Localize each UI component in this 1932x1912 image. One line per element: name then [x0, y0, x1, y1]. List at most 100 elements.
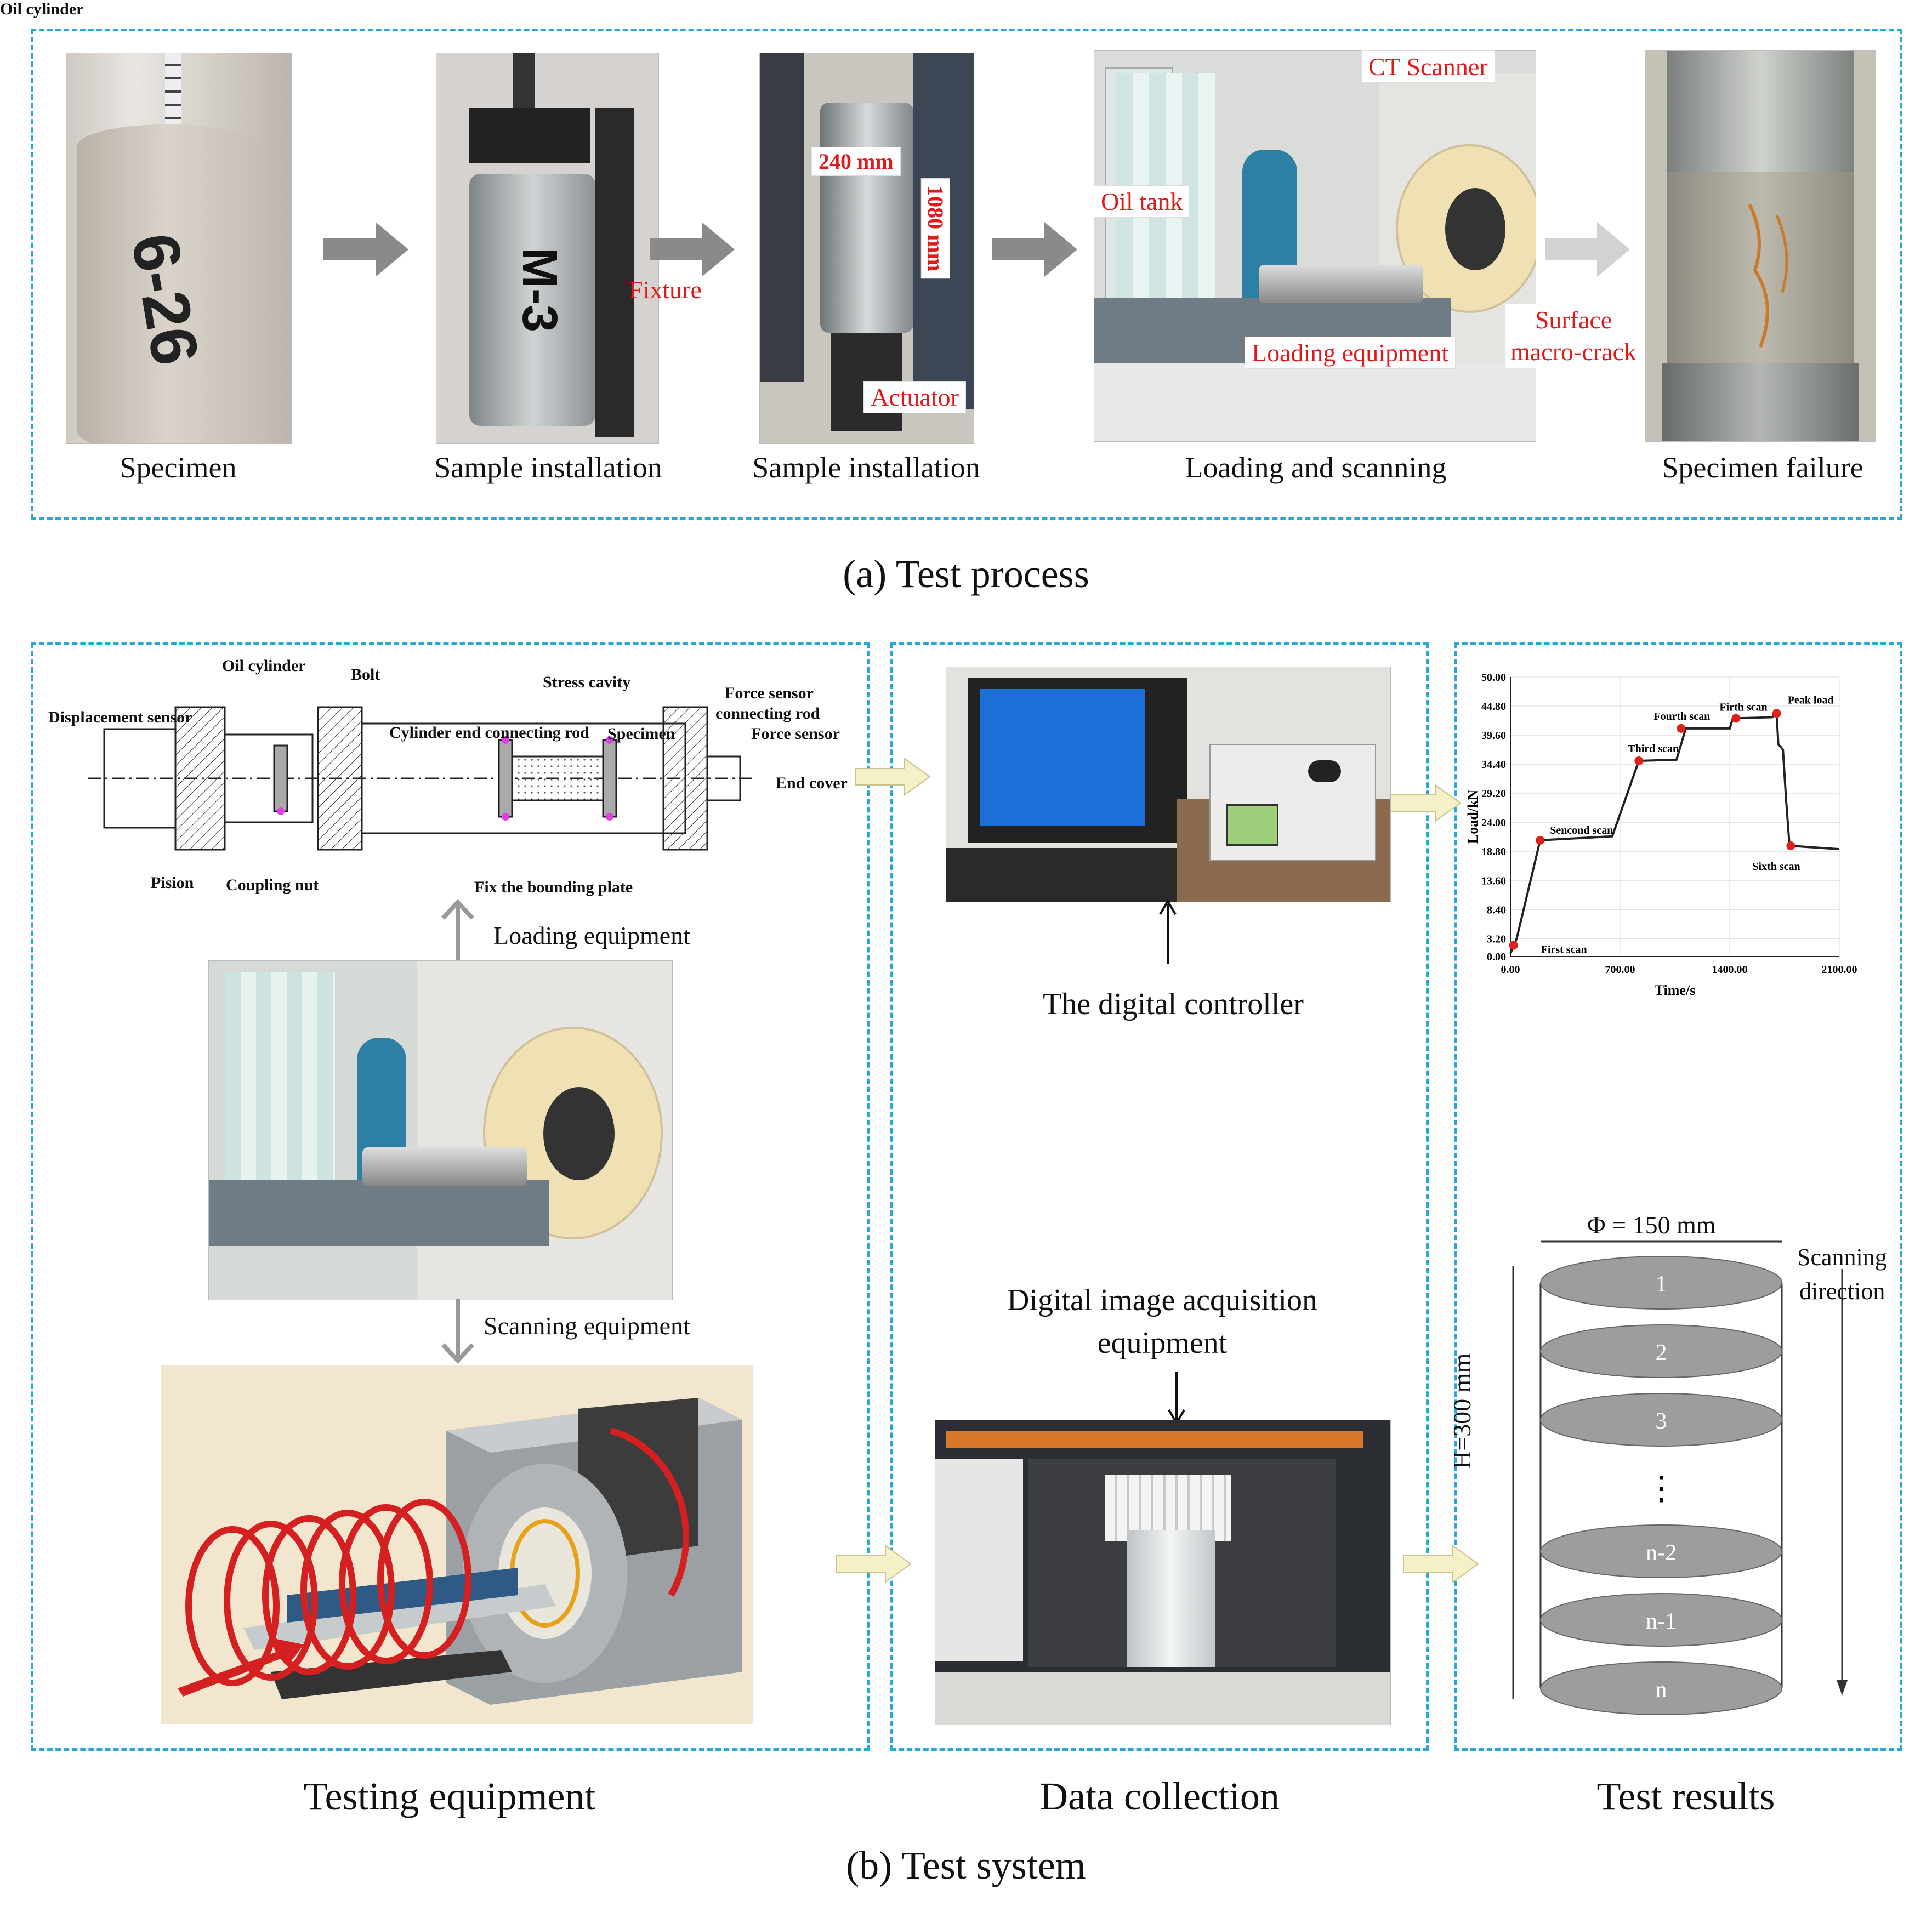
scan-point-marker	[1509, 941, 1518, 950]
scan-point-marker	[1634, 756, 1644, 765]
testing-equipment-caption: Testing equipment	[303, 1774, 596, 1818]
label-fix-plate: Fix the bounding plate	[474, 878, 633, 896]
process-arrow-2	[650, 222, 735, 277]
step-caption-install-2: Sample installation	[752, 451, 980, 484]
x-axis-label: Time/s	[1655, 982, 1696, 998]
flow-arrow-2	[1386, 784, 1462, 822]
step-caption-failure: Specimen failure	[1662, 451, 1863, 484]
y-tick-label: 3.20	[1487, 933, 1506, 945]
slice-label: 3	[1656, 1409, 1667, 1434]
slice-label: n	[1656, 1677, 1667, 1703]
actuator-body	[820, 103, 913, 333]
step-caption-specimen: Specimen	[120, 451, 237, 484]
fixture-label: Fixture	[629, 276, 702, 304]
scanning-direction-line2: direction	[1799, 1278, 1885, 1305]
label-oil-cylinder-pos: Oil cylinder	[222, 657, 306, 675]
label-force-sensor: Force sensor	[751, 725, 840, 743]
loading-device	[1259, 265, 1423, 303]
label-coupling-nut: Coupling nut	[226, 876, 319, 894]
scan-slice	[1540, 1256, 1782, 1310]
height-label: 1080 mm	[920, 178, 950, 278]
arrow-down-scanning	[441, 1299, 474, 1364]
y-tick-label: 0.00	[1487, 951, 1506, 963]
fixture-photo: M-3	[436, 53, 659, 444]
label-bolt: Bolt	[351, 665, 380, 684]
oil-tank-label: Oil tank	[1094, 185, 1190, 218]
label-specimen: Specimen	[607, 725, 675, 743]
specimen-photo: 6-26	[66, 53, 292, 444]
x-tick-label: 1400.00	[1712, 964, 1748, 976]
scan-point-marker	[1772, 709, 1781, 718]
scan-point-label: First scan	[1541, 944, 1587, 956]
failure-photo	[1645, 50, 1876, 442]
caption-b: (b) Test system	[846, 1843, 1086, 1887]
slice-stack: 123⋮n-2n-1n	[1512, 1240, 1848, 1715]
width-label: 240 mm	[811, 147, 901, 176]
equipment-panel	[31, 642, 870, 1751]
scan-point-label: Third scan	[1628, 743, 1679, 755]
slice-label: n-2	[1646, 1540, 1677, 1566]
y-axis-label: Load/kN	[1465, 790, 1481, 844]
acquisition-photo	[935, 1420, 1391, 1725]
y-tick-label: 34.40	[1481, 759, 1506, 771]
load-curve	[1509, 711, 1840, 954]
scan-point-label: Sixth scan	[1752, 861, 1800, 873]
step-caption-install-1: Sample installation	[434, 451, 662, 484]
scan-slice	[1540, 1393, 1782, 1447]
scan-slice	[1540, 1661, 1782, 1715]
y-tick-label: 50.00	[1481, 672, 1506, 684]
label-cylinder-rod: Cylinder end connecting rod	[389, 724, 589, 742]
acquisition-pointer-arrow	[1168, 1372, 1185, 1425]
x-tick-label: 2100.00	[1822, 964, 1857, 976]
controller-photo	[946, 667, 1391, 902]
load-time-chart: 0.003.208.4013.6018.8024.0029.2034.4039.…	[1465, 672, 1857, 998]
scanning-direction-line1: Scanning	[1797, 1244, 1887, 1271]
test-results-caption: Test results	[1596, 1774, 1775, 1818]
scan-point-label: Firth scan	[1719, 701, 1767, 713]
diameter-label: Φ = 150 mm	[1587, 1211, 1716, 1239]
x-tick-label: 0.00	[1501, 964, 1520, 976]
digital-controller-caption: The digital controller	[1043, 987, 1304, 1021]
specimen-cylinder	[77, 124, 258, 443]
acquisition-caption-line1: Digital image acquisition	[1007, 1283, 1318, 1317]
ct-illustration	[161, 1365, 753, 1724]
failed-specimen	[1667, 172, 1854, 369]
process-arrow-4	[1545, 222, 1630, 277]
y-tick-label: 18.80	[1481, 846, 1506, 858]
caption-a: (a) Test process	[843, 552, 1089, 596]
scan-point-marker	[1731, 714, 1741, 723]
label-force-sensor-rod-1: Force sensor	[725, 684, 814, 702]
scan-slice	[1540, 1593, 1782, 1647]
flow-arrow-4	[1403, 1545, 1479, 1583]
scan-point-label: Fourth scan	[1653, 710, 1710, 722]
flow-arrow-1	[855, 758, 931, 796]
scan-point-marker	[1677, 724, 1686, 733]
equipment-photo	[208, 960, 673, 1300]
scan-slice	[1540, 1524, 1782, 1578]
crack-label-line2: macro-crack	[1510, 338, 1636, 366]
loading-equipment-label: Loading equipment	[1245, 337, 1456, 369]
crack-lines	[1748, 203, 1788, 348]
scan-point-marker	[1786, 841, 1795, 851]
slice-label: n-1	[1646, 1609, 1677, 1634]
scanning-equipment-caption: Scanning equipment	[484, 1312, 690, 1340]
flow-arrow-3	[836, 1545, 912, 1583]
label-oil-cylinder: Oil cylinder	[0, 0, 84, 18]
arrow-up-loading	[441, 899, 474, 964]
y-tick-label: 24.00	[1481, 817, 1506, 829]
data-collection-caption: Data collection	[1039, 1774, 1280, 1818]
data-panel	[890, 642, 1429, 1751]
ct-room-photo	[1094, 50, 1536, 442]
slice-ellipsis: ⋮	[1645, 1470, 1678, 1506]
process-arrow-1	[323, 222, 408, 277]
x-tick-label: 700.00	[1605, 964, 1635, 976]
scan-slice	[1540, 1324, 1782, 1378]
ct-scanner-label: CT Scanner	[1361, 50, 1495, 83]
y-tick-label: 39.60	[1481, 730, 1506, 742]
crack-label-line1: Surface	[1535, 306, 1612, 334]
controller-pointer-arrow	[1159, 899, 1177, 964]
process-arrow-3	[992, 222, 1077, 277]
scan-point-label: Sencond scan	[1550, 824, 1613, 836]
step-caption-loading: Loading and scanning	[1185, 451, 1447, 484]
slice-label: 2	[1656, 1340, 1667, 1365]
